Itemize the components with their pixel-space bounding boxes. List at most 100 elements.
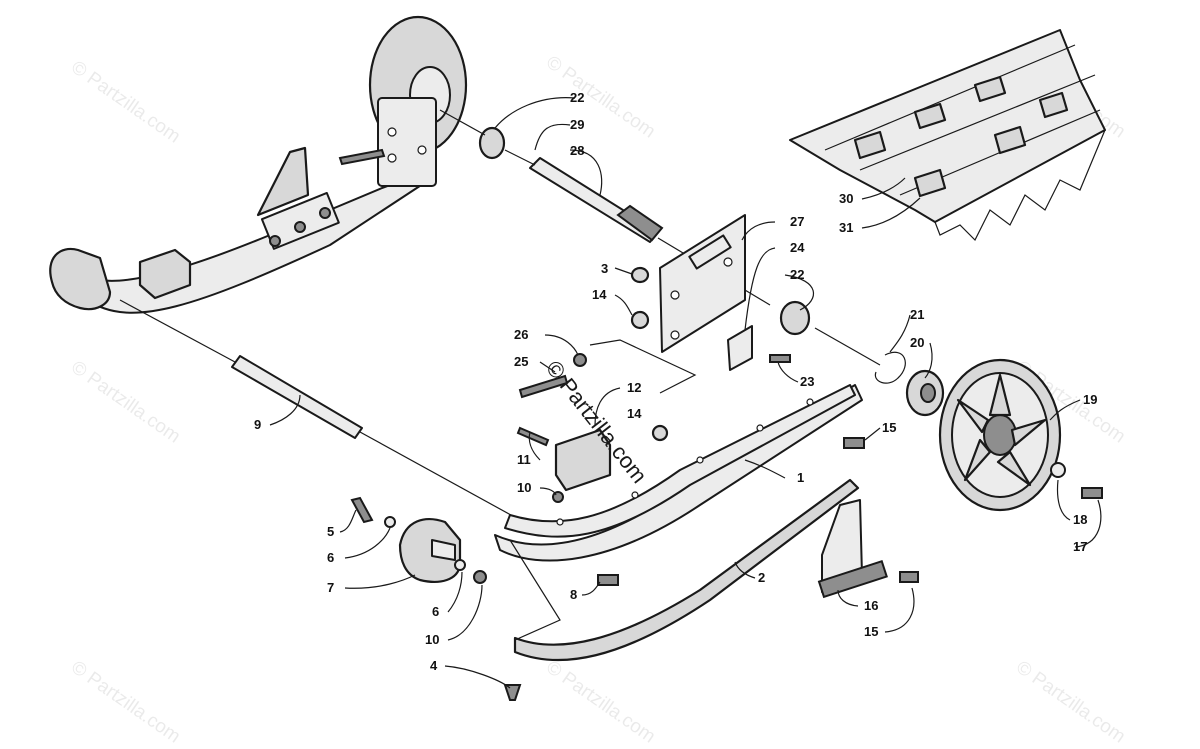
nut-26 xyxy=(573,353,587,367)
plate-hole xyxy=(670,330,680,340)
left-rail-assembly xyxy=(49,15,468,314)
callout-2: 2 xyxy=(758,570,765,585)
callout-17: 17 xyxy=(1073,539,1087,554)
rail-hole xyxy=(756,424,764,432)
callout-25: 25 xyxy=(514,354,528,369)
callout-20: 20 xyxy=(910,335,924,350)
bolt-15 xyxy=(899,571,919,583)
callout-14: 14 xyxy=(627,406,642,421)
wheel-spoke xyxy=(956,398,990,434)
callout-22: 22 xyxy=(790,267,804,282)
rail-hole xyxy=(631,491,639,499)
bushing-22 xyxy=(779,300,811,336)
track-clip xyxy=(913,102,947,130)
washer-6 xyxy=(384,516,396,528)
callout-24: 24 xyxy=(790,240,805,255)
rail-plate xyxy=(260,191,340,250)
callout-18: 18 xyxy=(1073,512,1087,527)
bolt xyxy=(319,207,331,219)
track-clip xyxy=(973,75,1007,103)
callout-28: 28 xyxy=(570,143,584,158)
callout-1: 1 xyxy=(797,470,804,485)
watermark: © Partzilla.com xyxy=(542,657,659,748)
watermark: © Partzilla.com xyxy=(67,657,184,748)
callout-8: 8 xyxy=(570,587,577,602)
callout-10: 10 xyxy=(517,480,531,495)
callout-23: 23 xyxy=(800,374,814,389)
bolt-hole xyxy=(417,145,427,155)
rail-hole xyxy=(556,518,564,526)
slider-block-12 xyxy=(554,428,612,492)
bolt xyxy=(269,235,281,247)
bumper-7 xyxy=(398,518,462,583)
callout-26: 26 xyxy=(514,327,528,342)
callout-11: 11 xyxy=(517,452,531,467)
washer-18 xyxy=(1050,462,1066,478)
bolt-15 xyxy=(843,437,865,449)
track-clip xyxy=(853,130,887,160)
plate-hole xyxy=(670,290,680,300)
callout-6: 6 xyxy=(327,550,334,565)
leader-lines xyxy=(269,97,1102,689)
plate-hole xyxy=(723,257,733,267)
wheel-spoke xyxy=(996,450,1032,487)
callout-6: 6 xyxy=(432,604,439,619)
rail-1 xyxy=(494,384,863,562)
callout-15: 15 xyxy=(864,624,878,639)
screw-4 xyxy=(503,684,522,701)
callout-labels: 22 29 28 27 24 3 14 22 21 20 26 25 12 14… xyxy=(254,90,1097,673)
bushing-22 xyxy=(478,126,506,160)
track-clip xyxy=(993,125,1027,155)
left-front-bumper xyxy=(49,247,112,311)
callout-31: 31 xyxy=(839,220,853,235)
bolt-17 xyxy=(1081,487,1103,499)
track-assembly xyxy=(789,29,1106,242)
front-bumper-assembly xyxy=(350,353,919,701)
bearing-inner xyxy=(920,383,936,403)
callout-14: 14 xyxy=(592,287,607,302)
rail-hole xyxy=(806,398,814,406)
left-rail xyxy=(87,167,437,314)
wheel-axle-bolt xyxy=(338,148,386,166)
spacer-14 xyxy=(630,310,650,330)
bolt-25 xyxy=(518,374,569,399)
callout-3: 3 xyxy=(601,261,608,276)
callout-9: 9 xyxy=(254,417,261,432)
bolt-8 xyxy=(597,574,619,586)
shafts xyxy=(119,109,881,521)
washer-6 xyxy=(454,559,466,571)
spacer-14 xyxy=(651,424,669,442)
wheel-spoke xyxy=(1010,418,1047,447)
bolt xyxy=(294,221,306,233)
track-clip xyxy=(913,168,947,198)
callout-19: 19 xyxy=(1083,392,1097,407)
callout-4: 4 xyxy=(430,658,438,673)
callout-22: 22 xyxy=(570,90,584,105)
bumper-slot xyxy=(431,539,456,561)
bolt-hole xyxy=(387,153,397,163)
wheel-bracket xyxy=(377,97,437,187)
bolt-5 xyxy=(350,496,374,524)
wheel-spoke xyxy=(963,438,992,482)
left-slider-block xyxy=(138,248,192,300)
callout-27: 27 xyxy=(790,214,804,229)
shaft-end xyxy=(616,204,664,242)
bolt-hole xyxy=(387,127,397,137)
track-clip xyxy=(1038,91,1069,119)
rear-idler-wheel xyxy=(874,351,1103,512)
wheel-spoke xyxy=(988,373,1012,417)
bracket-24 xyxy=(727,325,753,371)
snap-ring-21 xyxy=(874,351,906,384)
callout-30: 30 xyxy=(839,191,853,206)
watermark: © Partzilla.com xyxy=(67,357,184,448)
callout-5: 5 xyxy=(327,524,334,539)
callout-16: 16 xyxy=(864,598,878,613)
bolt-23 xyxy=(769,354,791,363)
callout-7: 7 xyxy=(327,580,334,595)
slot-plate xyxy=(688,234,732,270)
track-belt xyxy=(789,29,1106,223)
callout-10: 10 xyxy=(425,632,439,647)
center-plates xyxy=(589,214,791,442)
